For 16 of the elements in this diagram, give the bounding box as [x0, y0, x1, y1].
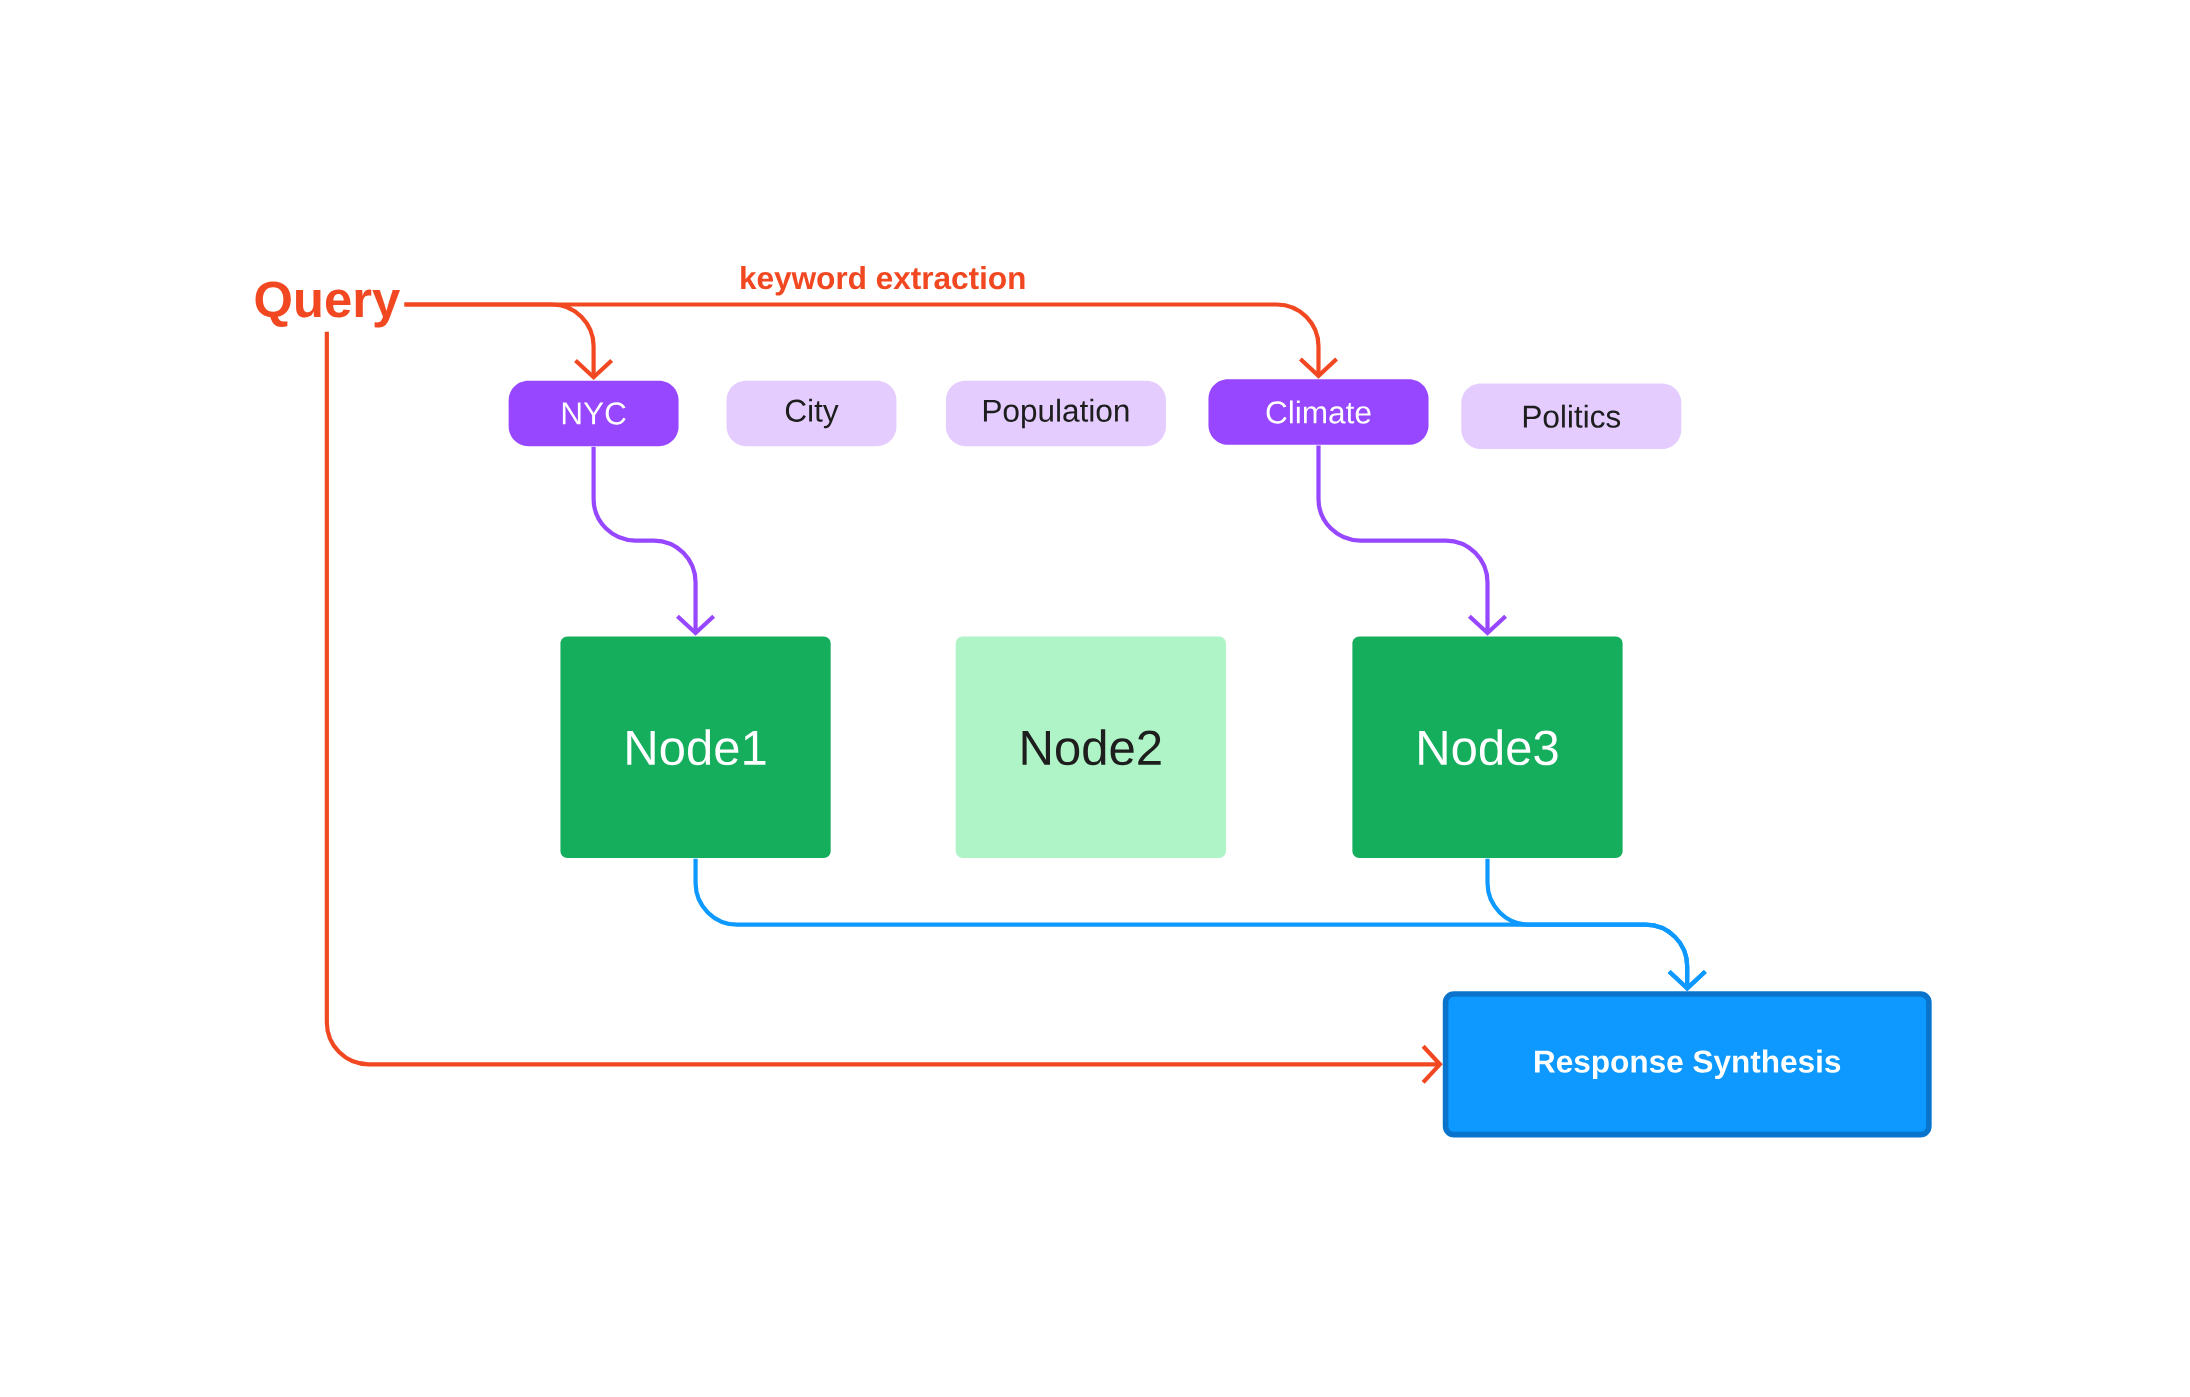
arrow — [1485, 858, 1707, 992]
edge-label: keyword extraction — [735, 262, 1030, 300]
node-box: Node3 — [1352, 636, 1623, 859]
arrow — [1316, 445, 1508, 636]
arrow — [324, 331, 1443, 1084]
query-text: Query — [255, 281, 400, 328]
keyword-pill: NYC — [508, 380, 679, 447]
arrow — [591, 447, 716, 636]
arrow — [404, 302, 1338, 379]
synthesis-box: Response Synthesis — [1442, 991, 1932, 1138]
node-box: Node2 — [955, 636, 1226, 859]
keyword-pill: Politics — [1461, 383, 1682, 450]
node-box: Node1 — [560, 636, 831, 859]
keyword-pill: Population — [945, 380, 1166, 447]
keyword-pill: Climate — [1208, 379, 1429, 445]
keyword-pill: City — [726, 380, 897, 447]
